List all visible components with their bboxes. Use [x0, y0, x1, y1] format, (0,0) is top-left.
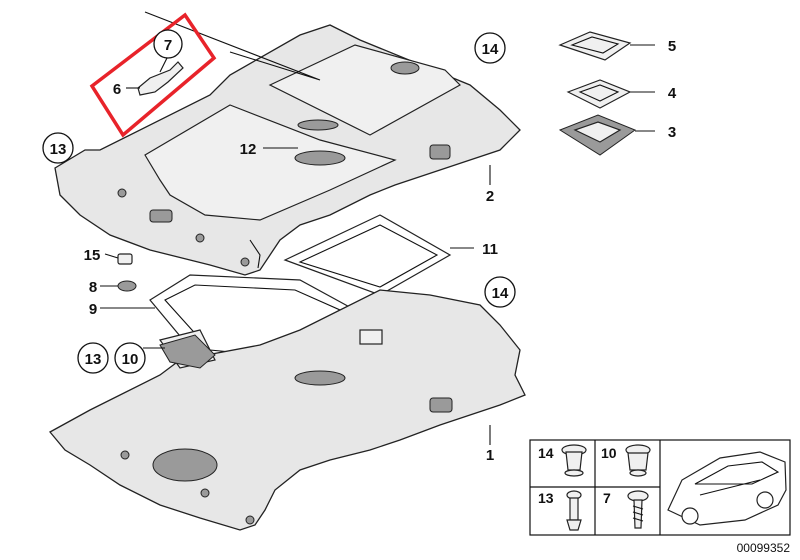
- fastener-14-icon: [561, 444, 587, 477]
- callout-13-bottom-circle: [77, 342, 109, 374]
- part-5-cover: [558, 31, 632, 61]
- callout-7-circle: [153, 29, 183, 59]
- callout-1: 1: [486, 447, 494, 464]
- part-4-frame: [566, 79, 632, 109]
- catalog-code: 00099352: [737, 541, 791, 555]
- fastener-10-icon: [625, 444, 651, 477]
- part-11-frame: [283, 214, 452, 296]
- callout-6: 6: [113, 81, 121, 98]
- part-3-console: [558, 114, 637, 156]
- callout-10-circle: [114, 342, 146, 374]
- callout-14-bottom: 14: [492, 285, 509, 302]
- callout-13-top: 13: [50, 141, 67, 158]
- fastener-legend: 14 10 13 7: [529, 439, 791, 536]
- legend-label-14: 14: [538, 445, 554, 461]
- callout-2: 2: [486, 188, 494, 205]
- callout-14-top: 14: [482, 41, 499, 58]
- car-locator-icon: [667, 451, 787, 526]
- callout-4: 4: [668, 85, 677, 102]
- part-6-handle: [137, 61, 184, 96]
- callout-15: 15: [84, 247, 101, 264]
- legend-label-7: 7: [603, 490, 611, 506]
- callout-10: 10: [122, 351, 139, 368]
- part-8-grommet: [117, 280, 137, 292]
- callout-5: 5: [668, 38, 676, 55]
- part-10-lamp: [159, 334, 216, 369]
- callout-13-top-circle: [42, 132, 74, 164]
- callout-3: 3: [668, 124, 676, 141]
- leader-lines: [100, 44, 655, 445]
- highlight-box: [89, 12, 217, 138]
- callout-9: 9: [89, 301, 97, 318]
- legend-label-10: 10: [601, 445, 617, 461]
- callout-12: 12: [240, 141, 257, 158]
- callout-7: 7: [164, 37, 172, 54]
- reference-line: [144, 11, 321, 81]
- legend-label-13: 13: [538, 490, 554, 506]
- callout-labels: 7 6 14 13 12 2 5 4 3 11 15 8 9 14 13 10 …: [42, 29, 677, 464]
- upper-headliner: [54, 24, 521, 276]
- callout-13-bottom: 13: [85, 351, 102, 368]
- callout-14-bottom-circle: [484, 276, 516, 308]
- part-15-clip: [117, 253, 133, 265]
- callout-11: 11: [482, 241, 498, 258]
- fastener-13-icon: [566, 490, 582, 531]
- callout-8: 8: [89, 279, 97, 296]
- fastener-7-icon: [627, 490, 649, 529]
- callout-14-top-circle: [474, 32, 506, 64]
